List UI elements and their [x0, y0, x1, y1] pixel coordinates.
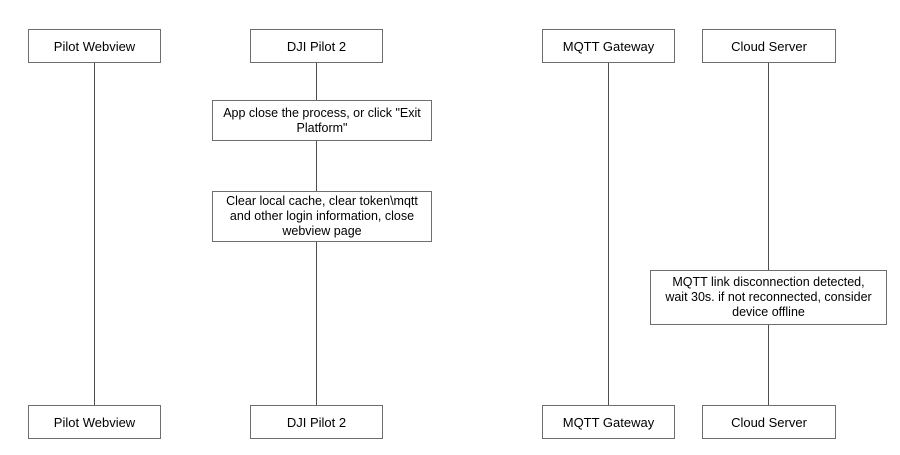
note-mqtt-disconnection-detected: MQTT link disconnection detected, wait 3…	[650, 270, 887, 325]
participant-bottom-cloud-server: Cloud Server	[702, 405, 836, 439]
participant-bottom-dji-pilot-2: DJI Pilot 2	[250, 405, 383, 439]
lifeline-pilot-webview	[94, 63, 95, 405]
participant-top-mqtt-gateway: MQTT Gateway	[542, 29, 675, 63]
lifeline-cloud-server	[768, 63, 769, 405]
note-clear-local-cache: Clear local cache, clear token\mqtt and …	[212, 191, 432, 242]
participant-top-pilot-webview: Pilot Webview	[28, 29, 161, 63]
participant-bottom-pilot-webview: Pilot Webview	[28, 405, 161, 439]
participant-bottom-mqtt-gateway: MQTT Gateway	[542, 405, 675, 439]
lifeline-mqtt-gateway	[608, 63, 609, 405]
note-app-close-exit-platform: App close the process, or click "Exit Pl…	[212, 100, 432, 141]
participant-top-cloud-server: Cloud Server	[702, 29, 836, 63]
participant-top-dji-pilot-2: DJI Pilot 2	[250, 29, 383, 63]
